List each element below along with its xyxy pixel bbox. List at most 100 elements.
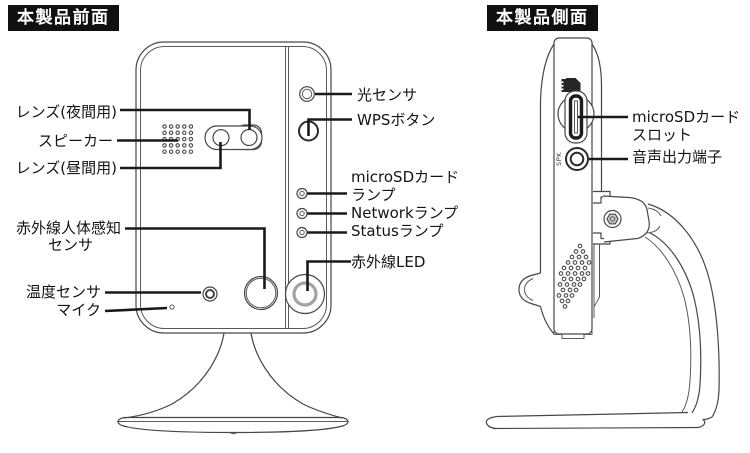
stand-arm-side bbox=[644, 203, 720, 418]
vent-hole bbox=[581, 276, 587, 282]
vent-hole bbox=[182, 130, 187, 136]
temperature-sensor bbox=[202, 286, 218, 302]
label-pir-line1: 赤外線人体感知 bbox=[16, 219, 121, 237]
vent-hole bbox=[562, 304, 568, 309]
vent-hole bbox=[573, 249, 579, 254]
front-view-diagram: レンズ(夜間用) スピーカー レンズ(昼間用) 赤外線人体感知 センサ 温度セン… bbox=[16, 41, 460, 435]
vent-hole bbox=[579, 260, 585, 265]
vent-hole bbox=[168, 143, 174, 148]
spk-marking: SPK bbox=[555, 152, 563, 166]
vent-hole bbox=[577, 282, 583, 287]
vent-hole bbox=[182, 124, 187, 129]
vent-hole bbox=[582, 265, 588, 271]
vent-hole bbox=[175, 130, 180, 136]
sd-lamp-led bbox=[296, 187, 308, 200]
vent-hole bbox=[563, 293, 569, 298]
label-temp: 温度センサ bbox=[26, 283, 101, 301]
leader-lens-day bbox=[120, 142, 222, 170]
side-labels: microSDカード スロット 音声出力端子 bbox=[632, 108, 740, 166]
vent-hole bbox=[188, 143, 194, 148]
label-mic: マイク bbox=[56, 301, 101, 319]
vent-hole bbox=[175, 143, 180, 148]
label-wps: WPSボタン bbox=[357, 111, 435, 129]
vent-hole bbox=[558, 271, 564, 276]
vent-hole bbox=[557, 282, 563, 287]
label-sd-lamp-line1: microSDカード bbox=[351, 168, 459, 186]
label-lens-night: レンズ(夜間用) bbox=[16, 103, 117, 121]
leader-lines-side bbox=[578, 115, 628, 161]
audio-output-jack: SPK bbox=[555, 147, 589, 171]
sd-card-icon bbox=[561, 78, 581, 92]
vent-hole bbox=[162, 124, 167, 129]
label-audio-output: 音声出力端子 bbox=[632, 148, 722, 166]
vent-hole bbox=[162, 143, 167, 148]
vent-hole bbox=[162, 130, 167, 136]
side-vent-holes bbox=[556, 243, 592, 309]
pir-sensor bbox=[243, 275, 279, 311]
vent-hole bbox=[572, 260, 578, 265]
vent-hole bbox=[188, 136, 194, 142]
stand-base-side bbox=[485, 411, 713, 430]
front-stand bbox=[117, 332, 349, 435]
label-sd-slot-line1: microSDカード bbox=[632, 108, 740, 126]
vent-hole bbox=[162, 149, 167, 154]
vent-hole bbox=[188, 124, 194, 129]
vent-hole bbox=[565, 260, 571, 265]
vent-hole bbox=[556, 293, 562, 298]
vent-hole bbox=[577, 243, 583, 249]
light-sensor bbox=[299, 86, 315, 102]
label-ir-led: 赤外線LED bbox=[351, 253, 425, 271]
label-pir-line2: センサ bbox=[48, 236, 93, 254]
vent-hole bbox=[586, 260, 592, 265]
side-section-title: 本製品側面 bbox=[487, 5, 598, 31]
vent-hole bbox=[168, 130, 174, 136]
label-speaker: スピーカー bbox=[38, 132, 113, 150]
vent-hole bbox=[561, 276, 567, 282]
vent-hole bbox=[571, 282, 577, 287]
vent-hole bbox=[182, 143, 187, 148]
vent-hole bbox=[175, 149, 180, 154]
side-view-diagram: SPK bbox=[485, 37, 740, 430]
vent-hole bbox=[569, 293, 575, 298]
vent-hole bbox=[168, 149, 174, 154]
vent-hole bbox=[564, 282, 570, 287]
label-network: Networkランプ bbox=[351, 204, 458, 222]
speaker-grille bbox=[162, 124, 194, 154]
vent-hole bbox=[188, 149, 194, 154]
vent-hole bbox=[175, 124, 180, 129]
vent-hole bbox=[188, 130, 194, 136]
vent-hole bbox=[568, 265, 574, 271]
leader-wps bbox=[307, 118, 352, 136]
vent-hole bbox=[572, 271, 578, 276]
vent-hole bbox=[559, 298, 565, 304]
ir-led bbox=[284, 273, 326, 315]
hinge-bracket bbox=[593, 190, 662, 318]
vent-hole bbox=[576, 254, 582, 260]
front-camera-outline bbox=[135, 41, 332, 334]
vent-hole bbox=[568, 276, 574, 282]
vent-hole bbox=[561, 265, 567, 271]
label-lens-day: レンズ(昼間用) bbox=[16, 159, 117, 177]
vent-hole bbox=[579, 271, 585, 276]
vent-hole bbox=[580, 249, 586, 254]
stand-base-front bbox=[117, 416, 349, 434]
label-light-sensor: 光センサ bbox=[357, 86, 417, 104]
front-section-title: 本製品前面 bbox=[8, 5, 119, 31]
vent-hole bbox=[575, 276, 581, 282]
network-led bbox=[296, 207, 308, 220]
vent-hole bbox=[575, 265, 581, 271]
vent-hole bbox=[560, 287, 566, 293]
leader-ir-led bbox=[306, 260, 351, 291]
vent-hole bbox=[585, 271, 591, 276]
lens-assembly bbox=[204, 124, 263, 151]
leader-lines-front bbox=[104, 92, 352, 313]
mount-rail-tab bbox=[553, 330, 593, 339]
status-led bbox=[296, 226, 308, 239]
front-labels: レンズ(夜間用) スピーカー レンズ(昼間用) 赤外線人体感知 センサ 温度セン… bbox=[16, 86, 460, 319]
vent-hole bbox=[182, 136, 187, 142]
leader-lens-night bbox=[120, 108, 251, 130]
vent-hole bbox=[565, 298, 571, 304]
vent-hole bbox=[182, 149, 187, 154]
